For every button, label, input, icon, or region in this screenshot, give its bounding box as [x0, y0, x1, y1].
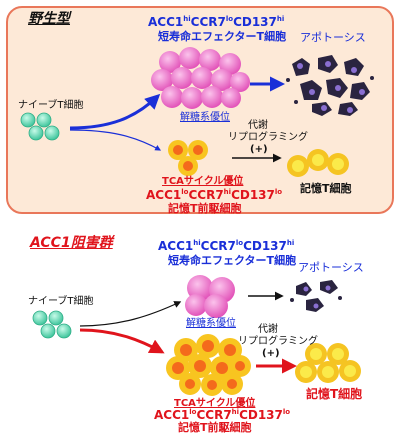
acc1-inhibition-title: ACC1阻害群 [30, 235, 113, 251]
metabolic-plus-1: (+) [250, 144, 268, 155]
thin-arrow-to-precursor-1 [69, 129, 162, 151]
precursor-phenotype-2: ACC1loCCR7hiCD137lo [154, 408, 291, 422]
apoptotic-cells-1 [286, 55, 374, 116]
metabolic-label-1b: リプログラミング [228, 132, 308, 143]
blue-arrow-to-effector-1 [69, 93, 161, 130]
glycolysis-label-2: 解糖系優位 [186, 318, 236, 329]
memory-t-cells-2 [295, 343, 361, 383]
metabolic-label-1a: 代謝 [248, 120, 268, 131]
apoptosis-label-2: アポトーシス [298, 261, 364, 274]
red-arrow-to-precursor-2 [79, 328, 165, 354]
precursor-phenotype-1: ACC1loCCR7hiCD137lo [146, 188, 283, 202]
tca-label-1: TCAサイクル優位 [162, 176, 244, 187]
metabolic-label-2a: 代謝 [258, 324, 278, 335]
effector-phenotype-2: ACC1hiCCR7loCD137hi [158, 239, 295, 253]
precursor-name-2: 記憶T前駆細胞 [178, 421, 252, 434]
memory-precursor-cells-1 [168, 140, 208, 176]
precursor-name-1: 記憶T前駆細胞 [168, 202, 242, 215]
metabolic-plus-2: (+) [262, 348, 280, 359]
naive-label-1: ナイーブT細胞 [18, 100, 84, 111]
metabolic-label-2b: リプログラミング [238, 336, 318, 347]
effector-phenotype-1: ACC1hiCCR7loCD137hi [148, 15, 285, 29]
effector-t-cells-2 [185, 275, 235, 318]
memory-t-cells-1 [287, 149, 349, 177]
apoptotic-cells-2 [290, 280, 342, 312]
effector-t-cells-1 [151, 47, 250, 109]
tca-label-2: TCAサイクル優位 [174, 398, 256, 409]
naive-t-cells-2 [32, 310, 72, 339]
apoptosis-label-1: アポトーシス [300, 31, 366, 44]
thin-arrow-to-effector-2 [79, 301, 182, 327]
effector-name-1: 短寿命エフェクターT細胞 [158, 30, 287, 43]
memory-label-2: 記憶T細胞 [306, 387, 363, 401]
effector-name-2: 短寿命エフェクターT細胞 [168, 254, 297, 267]
wild-type-title: 野生型 [28, 11, 70, 27]
memory-label-1: 記憶T細胞 [300, 182, 352, 195]
naive-t-cells-1 [20, 112, 60, 141]
memory-precursor-cells-2 [166, 334, 251, 396]
glycolysis-label-1: 解糖系優位 [180, 112, 230, 123]
naive-label-2: ナイーブT細胞 [28, 296, 94, 307]
